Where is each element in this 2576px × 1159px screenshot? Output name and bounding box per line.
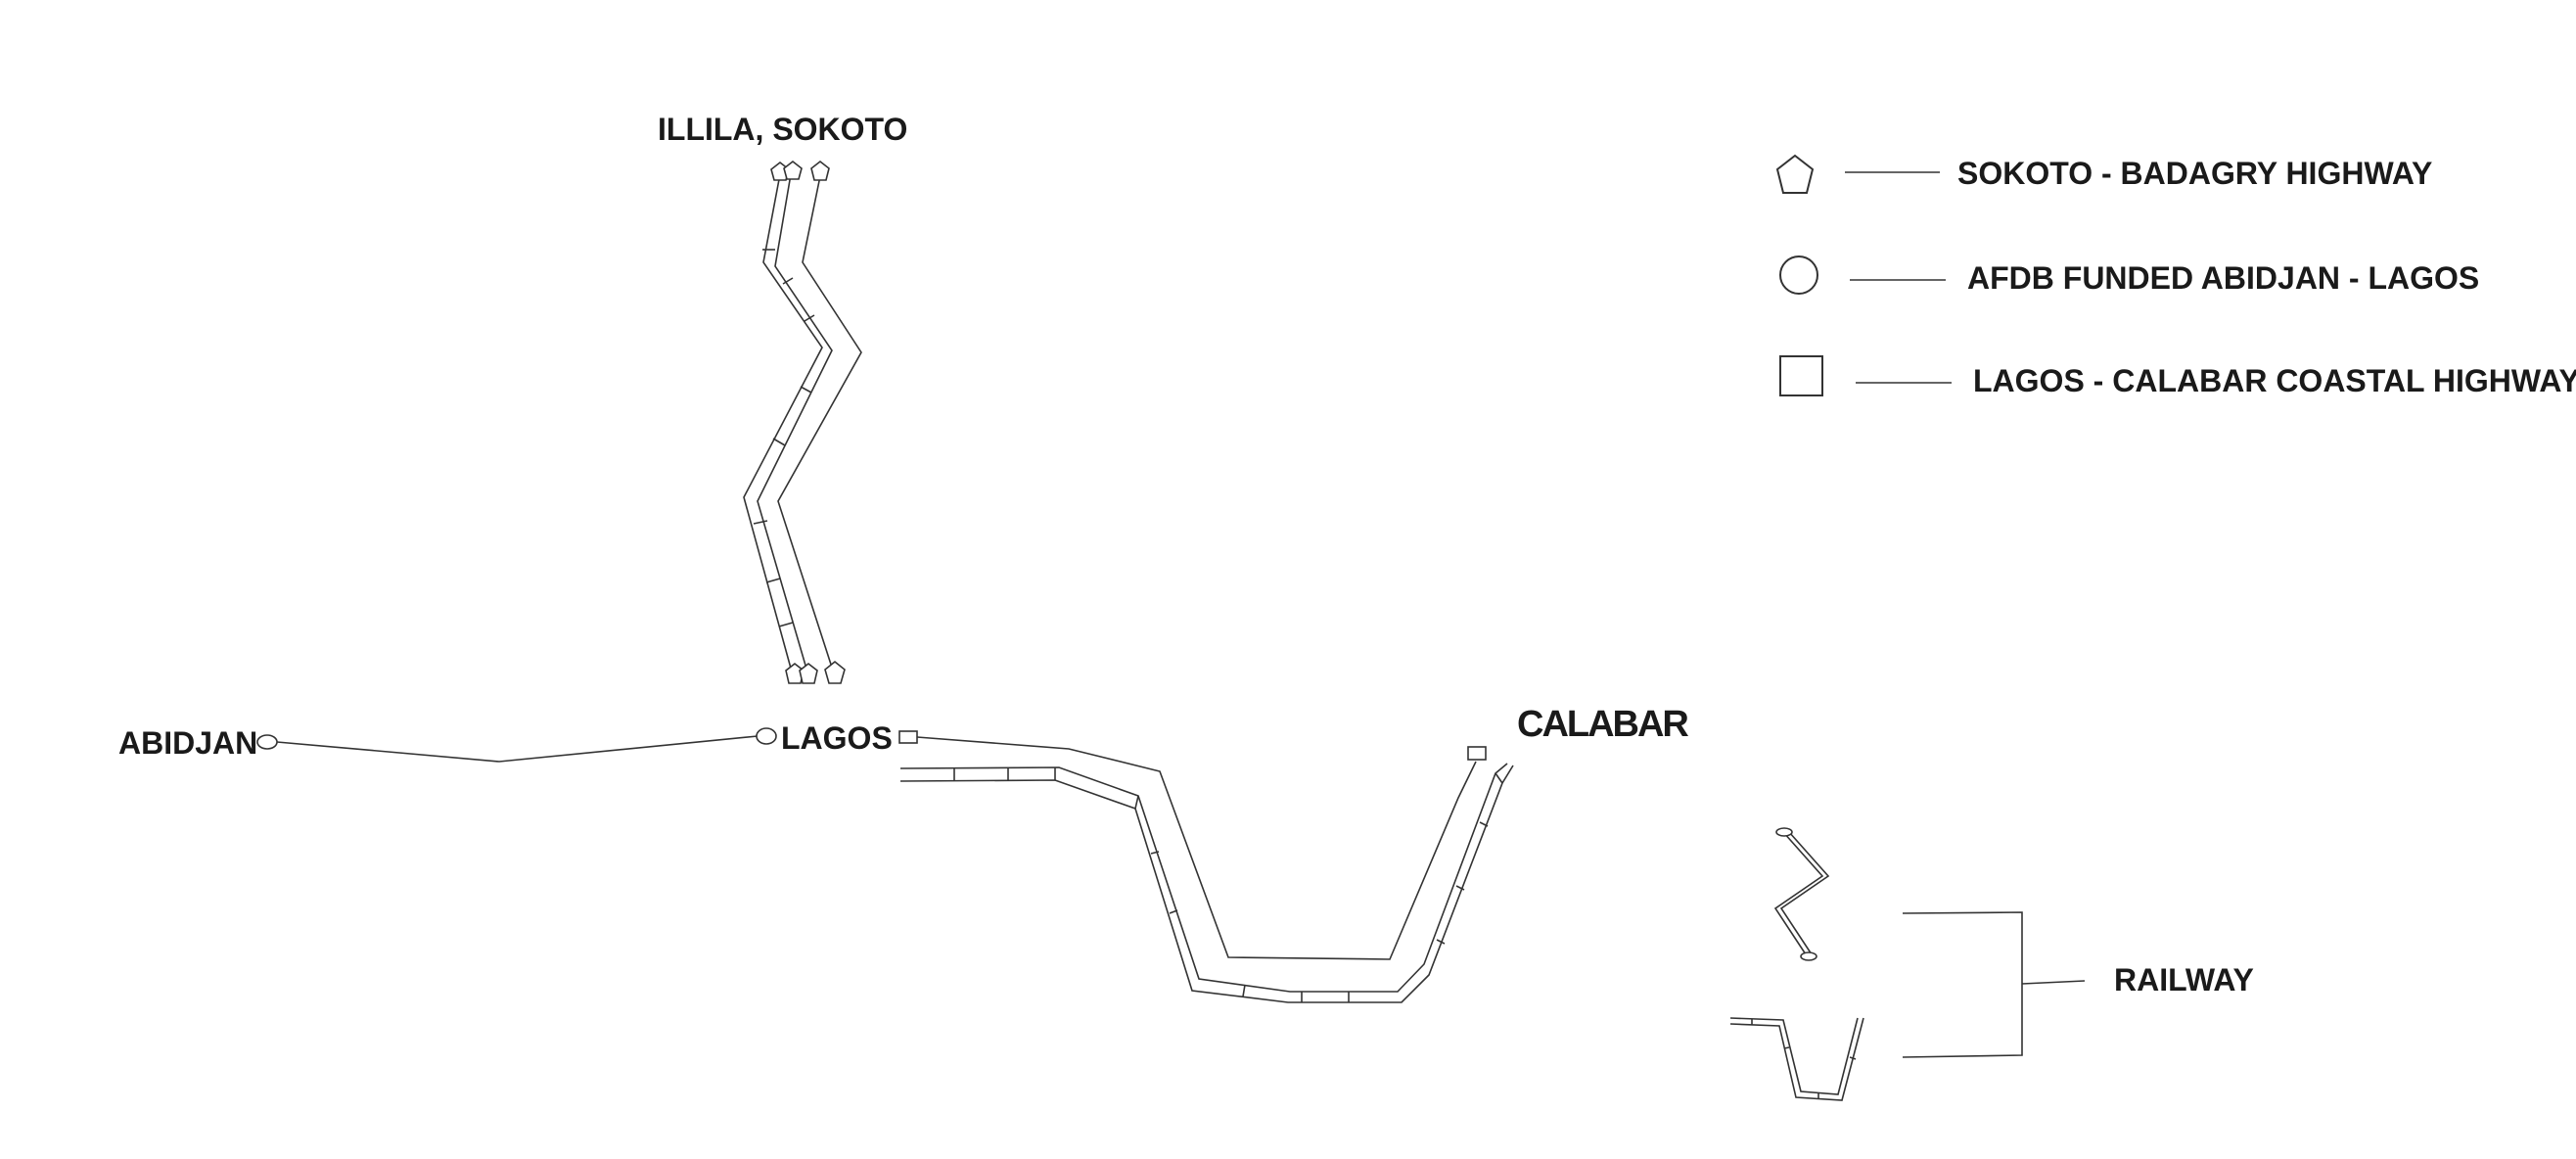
legend-label-sokoto-badagry: SOKOTO - BADAGRY HIGHWAY (1957, 156, 2432, 191)
railway-zigzag-a (1773, 831, 1824, 955)
railway-zigzag-marker-top (1775, 827, 1793, 837)
railway-lines (1729, 827, 2086, 1101)
label-railway: RAILWAY (2114, 962, 2254, 997)
label-lagos: LAGOS (781, 720, 893, 756)
pentagon-markers-bottom (785, 660, 846, 684)
coastal-road-edge-a (899, 763, 1508, 993)
legend-item-abidjan-lagos: AFDB FUNDED ABIDJAN - LAGOS (1779, 255, 2479, 296)
label-sokoto: ILLILA, SOKOTO (658, 112, 907, 147)
lagos-calabar-coastal-highway (898, 730, 1514, 1003)
railway-u-ticks (1751, 1019, 1857, 1099)
sokoto-road-right (777, 175, 862, 674)
calabar-square-marker (1467, 746, 1487, 761)
coastal-road-edge-b (899, 765, 1514, 1003)
sokoto-badagry-highway (743, 160, 862, 684)
label-abidjan: ABIDJAN (118, 725, 257, 761)
lagos-square-marker (898, 730, 918, 744)
railway-u-a (1729, 1017, 1859, 1095)
lagos-circle-marker (756, 727, 777, 745)
coastal-road-single (916, 736, 1477, 960)
legend-label-lagos-calabar: LAGOS - CALABAR COASTAL HIGHWAY (1973, 363, 2576, 398)
railway-zigzag-marker-bottom (1800, 951, 1817, 961)
pentagon-markers-top (770, 160, 830, 181)
railway-u-b (1729, 1017, 1864, 1101)
square-icon (1779, 355, 1823, 396)
legend-item-lagos-calabar: LAGOS - CALABAR COASTAL HIGHWAY (1779, 355, 2576, 398)
legend: SOKOTO - BADAGRY HIGHWAY AFDB FUNDED ABI… (1775, 154, 2576, 398)
abidjan-lagos-highway (256, 727, 777, 763)
sokoto-road-left-edge-a (743, 173, 823, 676)
abidjan-lagos-road (276, 735, 759, 763)
railway-bracket (1902, 911, 2086, 1058)
railway-zigzag-b (1779, 831, 1830, 955)
sokoto-road-ticks (753, 249, 815, 627)
abidjan-circle-marker (256, 734, 278, 750)
legend-label-abidjan-lagos: AFDB FUNDED ABIDJAN - LAGOS (1967, 260, 2479, 296)
label-calabar: CALABAR (1517, 704, 1688, 745)
pentagon-icon (1775, 154, 1815, 194)
legend-item-sokoto-badagry: SOKOTO - BADAGRY HIGHWAY (1775, 154, 2432, 194)
sokoto-road-left-edge-b (757, 173, 833, 676)
circle-icon (1779, 255, 1818, 295)
coastal-road-ticks (953, 767, 1503, 1002)
